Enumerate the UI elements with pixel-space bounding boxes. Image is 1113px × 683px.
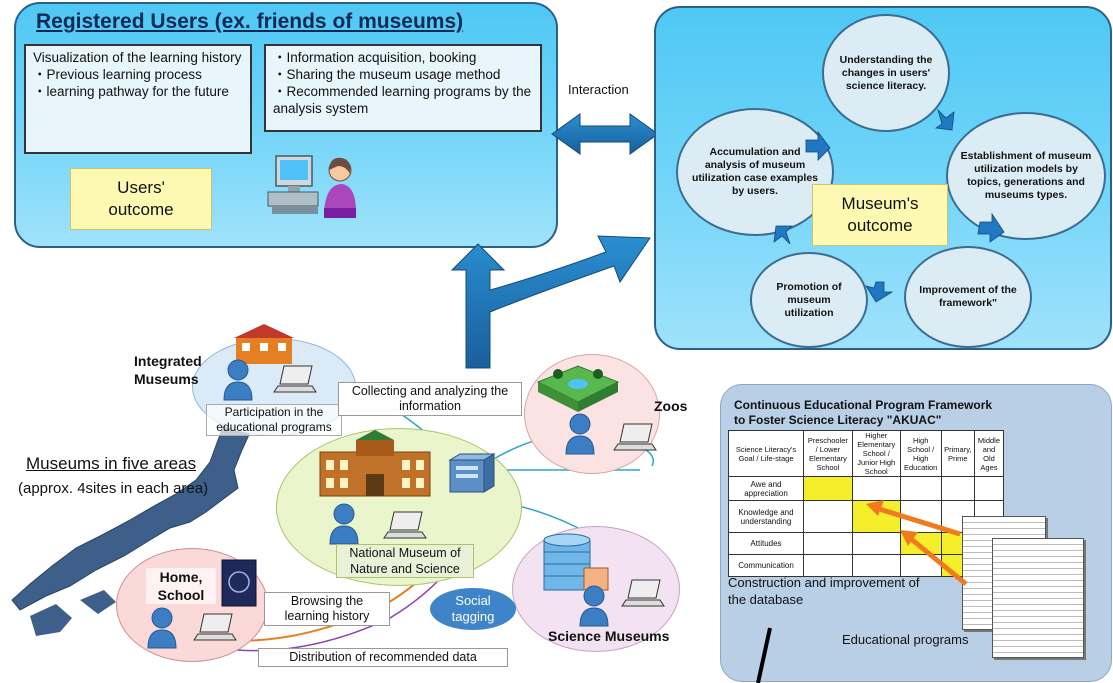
table-cell bbox=[803, 532, 853, 555]
table-cell bbox=[803, 554, 853, 577]
browsing-label: Browsing the learning history bbox=[264, 592, 390, 626]
table-cell bbox=[899, 500, 942, 533]
museum-outcome-box: Museum's outcome bbox=[812, 184, 948, 246]
educational-programs-label: Educational programs bbox=[842, 632, 969, 647]
framework-title-line1: Continuous Educational Program Framework bbox=[734, 398, 993, 412]
table-cell bbox=[851, 532, 901, 555]
col-header: Middle and Old Ages bbox=[973, 430, 1005, 477]
information-line1: ・Information acquisition, booking bbox=[273, 50, 477, 65]
col-header: Preschooler / Lower Elementary School bbox=[803, 430, 853, 477]
science-museums-label: Science Museums bbox=[548, 628, 670, 644]
table-cell bbox=[851, 476, 901, 501]
information-box: ・Information acquisition, booking ・Shari… bbox=[264, 44, 542, 132]
areas-subtitle: (approx. 4sites in each area) bbox=[18, 480, 209, 497]
table-cell-highlight bbox=[899, 532, 942, 555]
bubble-understanding: Understanding the changes in users' scie… bbox=[822, 14, 950, 132]
framework-title-line2: to Foster Science Literacy "AKUAC" bbox=[734, 413, 942, 427]
row-header: Knowledge and understanding bbox=[728, 500, 804, 533]
collecting-label: Collecting and analyzing the information bbox=[338, 382, 522, 416]
table-cell bbox=[899, 476, 942, 501]
learning-history-line3: ・learning pathway for the future bbox=[33, 84, 229, 99]
table-cell-highlight bbox=[851, 500, 901, 533]
information-line2: ・Sharing the museum usage method bbox=[273, 67, 501, 82]
table-cell-highlight bbox=[803, 476, 853, 501]
bubble-establishment: Establishment of museum utilization mode… bbox=[946, 112, 1106, 240]
col-header: High School / High Education bbox=[899, 430, 942, 477]
col-header: Higher Elementary School / Junior High S… bbox=[851, 430, 901, 477]
learning-history-line1: Visualization of the learning history bbox=[33, 50, 242, 65]
zoos-label: Zoos bbox=[654, 398, 688, 414]
table-cell bbox=[803, 500, 853, 533]
learning-history-line2: ・Previous learning process bbox=[33, 67, 202, 82]
col-header: Primary, Prime bbox=[940, 430, 975, 477]
information-line3: ・Recommended learning programs by the an… bbox=[273, 84, 532, 116]
social-tagging-bubble: Social tagging bbox=[430, 588, 516, 630]
integrated-museums-label: Integrated Museums bbox=[134, 353, 202, 387]
construction-label: Construction and improvement of the data… bbox=[728, 575, 920, 607]
table-cell bbox=[973, 476, 1005, 501]
bubble-promotion: Promotion of museum utilization bbox=[750, 252, 868, 348]
areas-title: Museums in five areas bbox=[26, 454, 197, 473]
participation-label: Participation in the educational program… bbox=[206, 404, 342, 436]
home-school-label: Home, School bbox=[146, 568, 216, 604]
registered-users-title: Registered Users (ex. friends of museums… bbox=[36, 10, 464, 33]
users-outcome-box: Users' outcome bbox=[70, 168, 212, 230]
col-header: Science Literacy's Goal / Life-stage bbox=[728, 430, 804, 477]
zoos-area bbox=[524, 354, 660, 474]
program-document-2 bbox=[992, 538, 1084, 658]
row-header: Attitudes bbox=[728, 532, 804, 555]
national-museum-label: National Museum of Nature and Science bbox=[336, 544, 474, 578]
home-school-area bbox=[116, 548, 268, 662]
bubble-improvement: Improvement of the framework" bbox=[904, 246, 1032, 348]
interaction-label: Interaction bbox=[568, 82, 629, 97]
bubble-accumulation: Accumulation and analysis of museum util… bbox=[676, 108, 834, 236]
row-header: Communication bbox=[728, 554, 804, 577]
row-header: Awe and appreciation bbox=[728, 476, 804, 501]
distribution-label: Distribution of recommended data bbox=[258, 648, 508, 667]
learning-history-box: Visualization of the learning history ・P… bbox=[24, 44, 252, 154]
table-cell bbox=[940, 476, 975, 501]
